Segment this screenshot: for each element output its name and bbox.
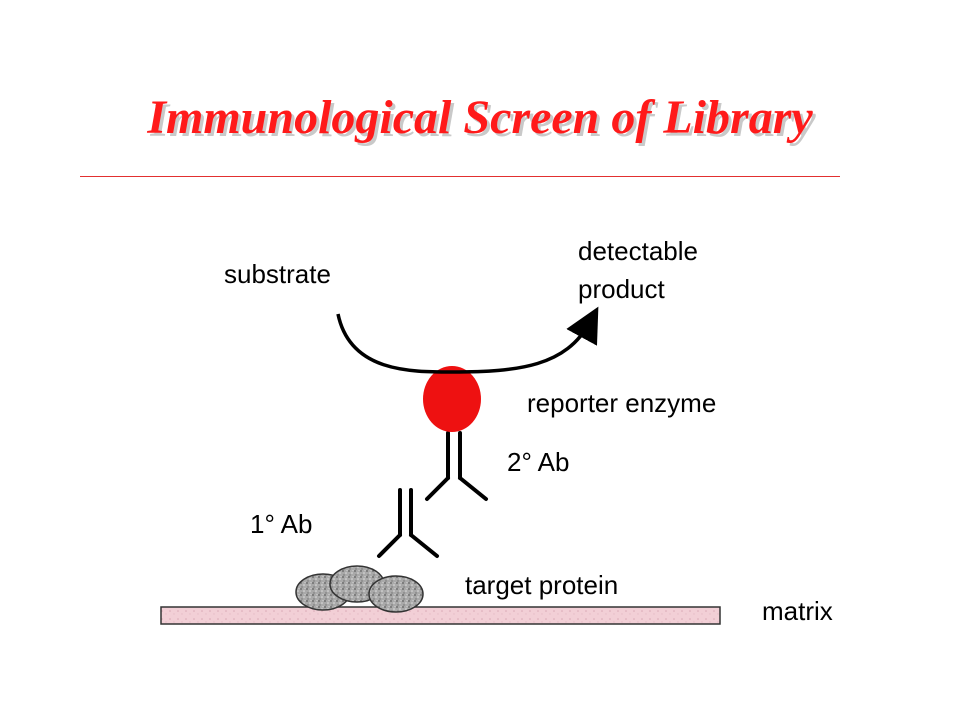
title-divider: [80, 176, 840, 177]
target-protein-label: target protein: [465, 570, 619, 600]
detectable-product-label: detectable product: [578, 232, 778, 308]
matrix-label: matrix: [762, 596, 833, 626]
secondary-antibody: [425, 431, 488, 501]
target-protein-cluster: [295, 565, 424, 613]
secondary-antibody-label: 2° Ab: [507, 447, 570, 477]
reporter-enzyme: [423, 366, 481, 432]
product-label-line-1: detectable: [578, 236, 698, 266]
primary-antibody-label: 1° Ab: [250, 509, 313, 539]
product-label-line-2: product: [578, 274, 665, 304]
slide-title: Immunological Screen of Library: [147, 91, 813, 144]
reaction-arrow: [336, 306, 599, 374]
reporter-enzyme-label: reporter enzyme: [527, 388, 717, 418]
target-protein-blob: [368, 575, 424, 613]
substrate-label: substrate: [224, 259, 331, 289]
primary-antibody: [377, 488, 439, 558]
matrix-bar: [160, 606, 721, 625]
